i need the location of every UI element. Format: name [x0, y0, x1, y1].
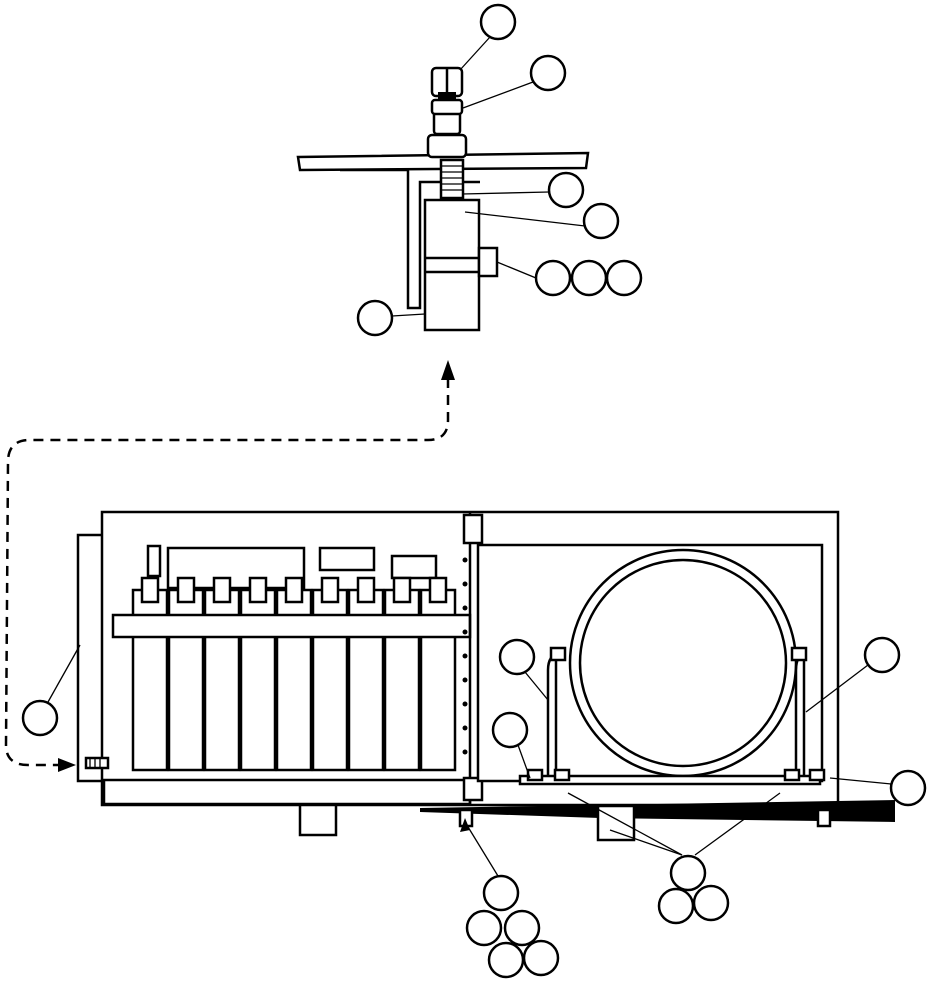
callout — [491, 711, 529, 749]
rivet — [462, 581, 468, 587]
callout — [657, 887, 695, 925]
rivet — [462, 653, 468, 659]
beam-clamp — [596, 804, 636, 842]
battery-terminal — [212, 576, 232, 604]
battery-bank — [111, 544, 472, 772]
callout — [669, 854, 707, 892]
lock-washer — [432, 110, 462, 136]
callout — [487, 941, 525, 979]
callout — [21, 699, 59, 737]
battery-terminal — [392, 576, 412, 604]
battery-tray-rail — [102, 778, 472, 806]
angle-bracket — [340, 168, 480, 310]
leader-lines — [47, 644, 892, 877]
rivet — [462, 725, 468, 731]
callout — [863, 636, 901, 674]
callout-circles — [21, 636, 927, 979]
battery-terminal — [248, 576, 268, 604]
side-bolt-head — [477, 246, 499, 278]
rivet — [462, 677, 468, 683]
callout — [582, 202, 620, 240]
lower-nut — [426, 133, 468, 159]
cylinder-tank — [568, 548, 798, 778]
hold-down-bar — [111, 613, 472, 639]
isolator-block — [423, 198, 481, 332]
assembly-view-enclosure — [21, 510, 927, 979]
leader-lines — [391, 36, 586, 317]
battery-terminal — [320, 576, 340, 604]
side-cover — [76, 533, 106, 783]
callout — [692, 884, 730, 922]
callout-circles — [356, 3, 643, 337]
middle-nut — [430, 98, 464, 116]
callout — [534, 259, 572, 297]
cross-beam — [420, 800, 895, 822]
callout — [479, 3, 517, 41]
callout — [356, 299, 394, 337]
foot — [298, 803, 338, 837]
battery-terminal — [356, 576, 376, 604]
callout — [529, 54, 567, 92]
battery-terminal — [176, 576, 196, 604]
threaded-stud — [439, 158, 465, 200]
callout — [547, 171, 585, 209]
callout — [889, 769, 927, 807]
rivet — [462, 749, 468, 755]
callout — [522, 939, 560, 977]
reference-arrow — [4, 360, 455, 772]
rivet — [462, 605, 468, 611]
rivet — [462, 557, 468, 563]
callout — [570, 259, 608, 297]
latch — [84, 756, 110, 770]
battery-terminal — [284, 576, 304, 604]
callout — [465, 909, 503, 947]
callout — [605, 259, 643, 297]
detail-view-mount — [296, 3, 643, 337]
battery-terminal — [140, 576, 160, 604]
callout — [498, 638, 536, 676]
rivet — [462, 629, 468, 635]
rivet — [462, 701, 468, 707]
callout — [503, 909, 541, 947]
callout — [482, 874, 520, 912]
battery-terminal — [428, 576, 448, 604]
